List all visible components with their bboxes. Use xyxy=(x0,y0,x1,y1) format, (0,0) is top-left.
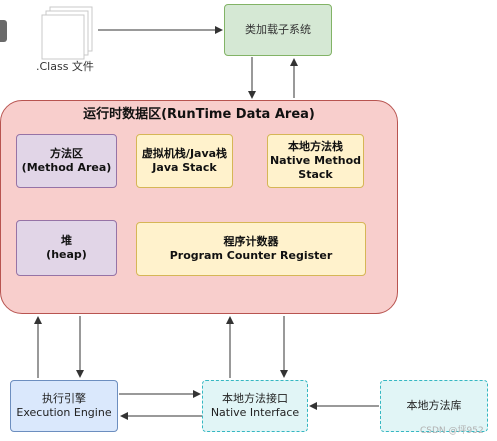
class-file-label: .Class 文件 xyxy=(36,60,94,73)
native-method-stack-node: 本地方法栈 Native Method Stack xyxy=(267,134,364,188)
heap-line2: (heap) xyxy=(46,248,87,261)
native-library-label: 本地方法库 xyxy=(406,398,462,412)
native-stack-line1: 本地方法栈 xyxy=(288,139,343,153)
execution-engine-line2: Execution Engine xyxy=(16,406,112,419)
method-area-line2: (Method Area) xyxy=(21,161,112,174)
native-interface-node: 本地方法接口 Native Interface xyxy=(202,380,308,432)
class-loader-node: 类加载子系统 xyxy=(224,4,332,56)
java-stack-node: 虚拟机栈/Java栈 Java Stack xyxy=(136,134,233,188)
method-area-node: 方法区 (Method Area) xyxy=(16,134,117,188)
watermark: CSDN @坪952 xyxy=(420,426,484,436)
java-stack-line1: 虚拟机栈/Java栈 xyxy=(141,146,228,160)
native-stack-line3: Stack xyxy=(298,168,333,182)
heap-line1: 堆 xyxy=(61,233,72,247)
pc-register-line2: Program Counter Register xyxy=(169,249,333,262)
native-stack-line2: Native Method xyxy=(269,153,362,167)
method-area-line1: 方法区 xyxy=(50,146,83,160)
class-loader-label: 类加载子系统 xyxy=(245,22,311,36)
execution-engine-node: 执行引擎 Execution Engine xyxy=(10,380,118,432)
file-stack-icon xyxy=(41,6,93,60)
pc-register-line1: 程序计数器 xyxy=(223,234,279,248)
runtime-data-area-title: 运行时数据区(RunTime Data Area) xyxy=(83,107,315,122)
program-counter-register-node: 程序计数器 Program Counter Register xyxy=(136,222,366,276)
execution-engine-line1: 执行引擎 xyxy=(42,391,86,405)
heap-node: 堆 (heap) xyxy=(16,220,117,276)
java-stack-line2: Java Stack xyxy=(152,161,217,174)
native-library-node: 本地方法库 xyxy=(380,380,488,432)
native-interface-line1: 本地方法接口 xyxy=(222,391,288,405)
side-tab xyxy=(0,20,7,42)
native-interface-line2: Native Interface xyxy=(210,406,300,419)
